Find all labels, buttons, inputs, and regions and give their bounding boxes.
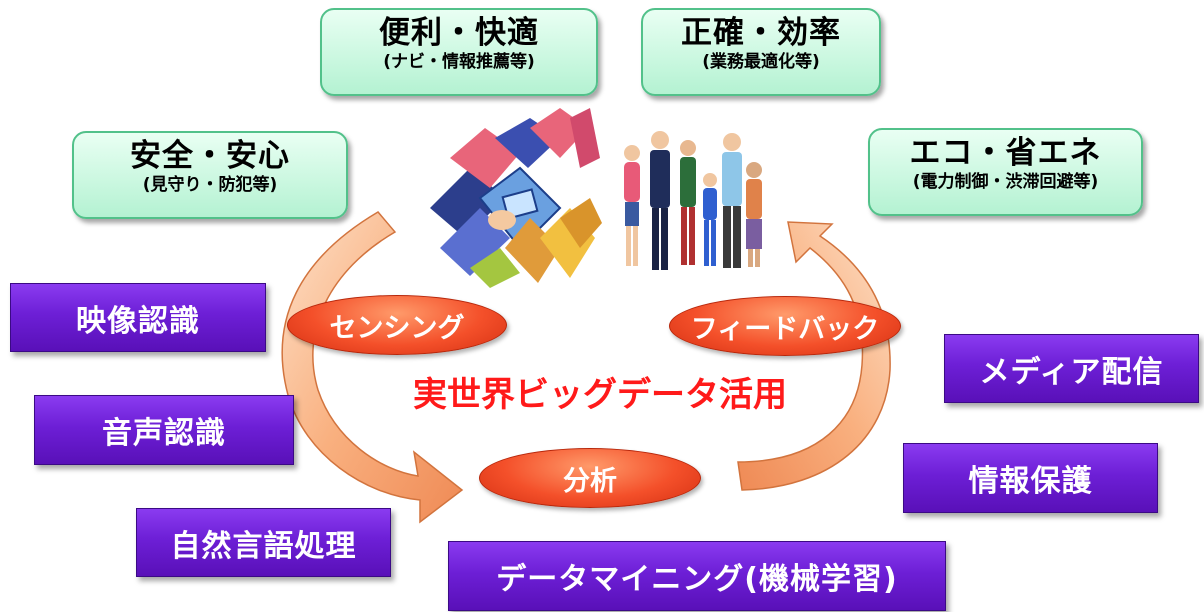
analysis-oval: 分析 — [479, 448, 701, 508]
benefit-accuracy-subtitle: (業務最適化等) — [702, 52, 820, 72]
benefit-safety-subtitle: (見守り・防犯等) — [142, 175, 278, 195]
people-illustration — [624, 131, 762, 270]
benefit-convenience-box: 便利・快適 (ナビ・情報推薦等) — [320, 8, 598, 96]
sensing-oval: センシング — [287, 295, 507, 355]
benefit-accuracy-box: 正確・効率 (業務最適化等) — [641, 8, 881, 96]
benefit-eco-subtitle: (電力制御・渋滞回避等) — [912, 172, 1099, 192]
benefit-safety-title: 安全・安心 — [130, 138, 290, 174]
tech-nlp-box: 自然言語処理 — [136, 508, 391, 577]
tech-information-protection-box: 情報保護 — [903, 443, 1158, 513]
feedback-oval: フィードバック — [669, 296, 901, 356]
tech-speech-recognition-box: 音声認識 — [34, 395, 294, 465]
center-title: 実世界ビッグデータ活用 — [413, 375, 787, 415]
benefit-convenience-subtitle: (ナビ・情報推薦等) — [383, 52, 535, 72]
city-illustration — [430, 108, 602, 288]
city-and-people-illustration — [430, 108, 762, 288]
benefit-eco-box: エコ・省エネ (電力制御・渋滞回避等) — [868, 128, 1143, 216]
benefit-accuracy-title: 正確・効率 — [681, 15, 841, 51]
right-cycle-arrow — [737, 221, 891, 491]
benefit-convenience-title: 便利・快適 — [379, 15, 539, 51]
benefit-eco-title: エコ・省エネ — [909, 135, 1102, 171]
benefit-safety-box: 安全・安心 (見守り・防犯等) — [72, 131, 348, 219]
tech-data-mining-box: データマイニング(機械学習) — [448, 541, 946, 611]
tech-video-recognition-box: 映像認識 — [10, 283, 266, 352]
tech-media-delivery-box: メディア配信 — [944, 334, 1199, 403]
